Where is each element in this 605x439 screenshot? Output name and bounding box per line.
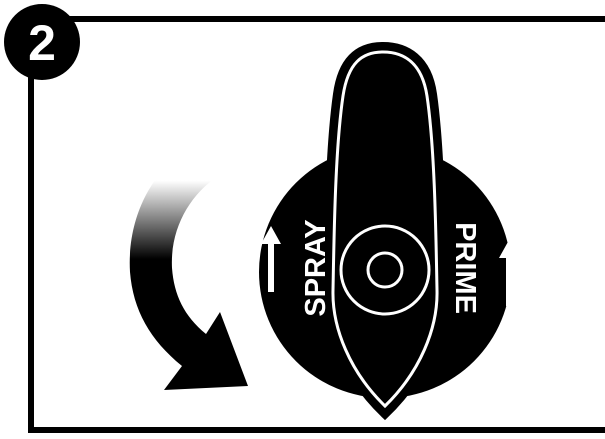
prime-label: PRIME xyxy=(449,222,481,314)
curved-arrow-icon xyxy=(129,152,248,390)
prime-up-arrow-icon xyxy=(499,240,519,306)
step-number: 2 xyxy=(28,15,56,71)
dial-hub-outer-ring xyxy=(339,224,431,316)
spray-up-arrow-icon xyxy=(261,226,281,292)
spray-label: SPRAY xyxy=(300,219,332,316)
dial-handle xyxy=(331,50,439,409)
step-badge: 2 xyxy=(4,4,80,80)
dial-hub-inner-ring xyxy=(366,251,404,289)
